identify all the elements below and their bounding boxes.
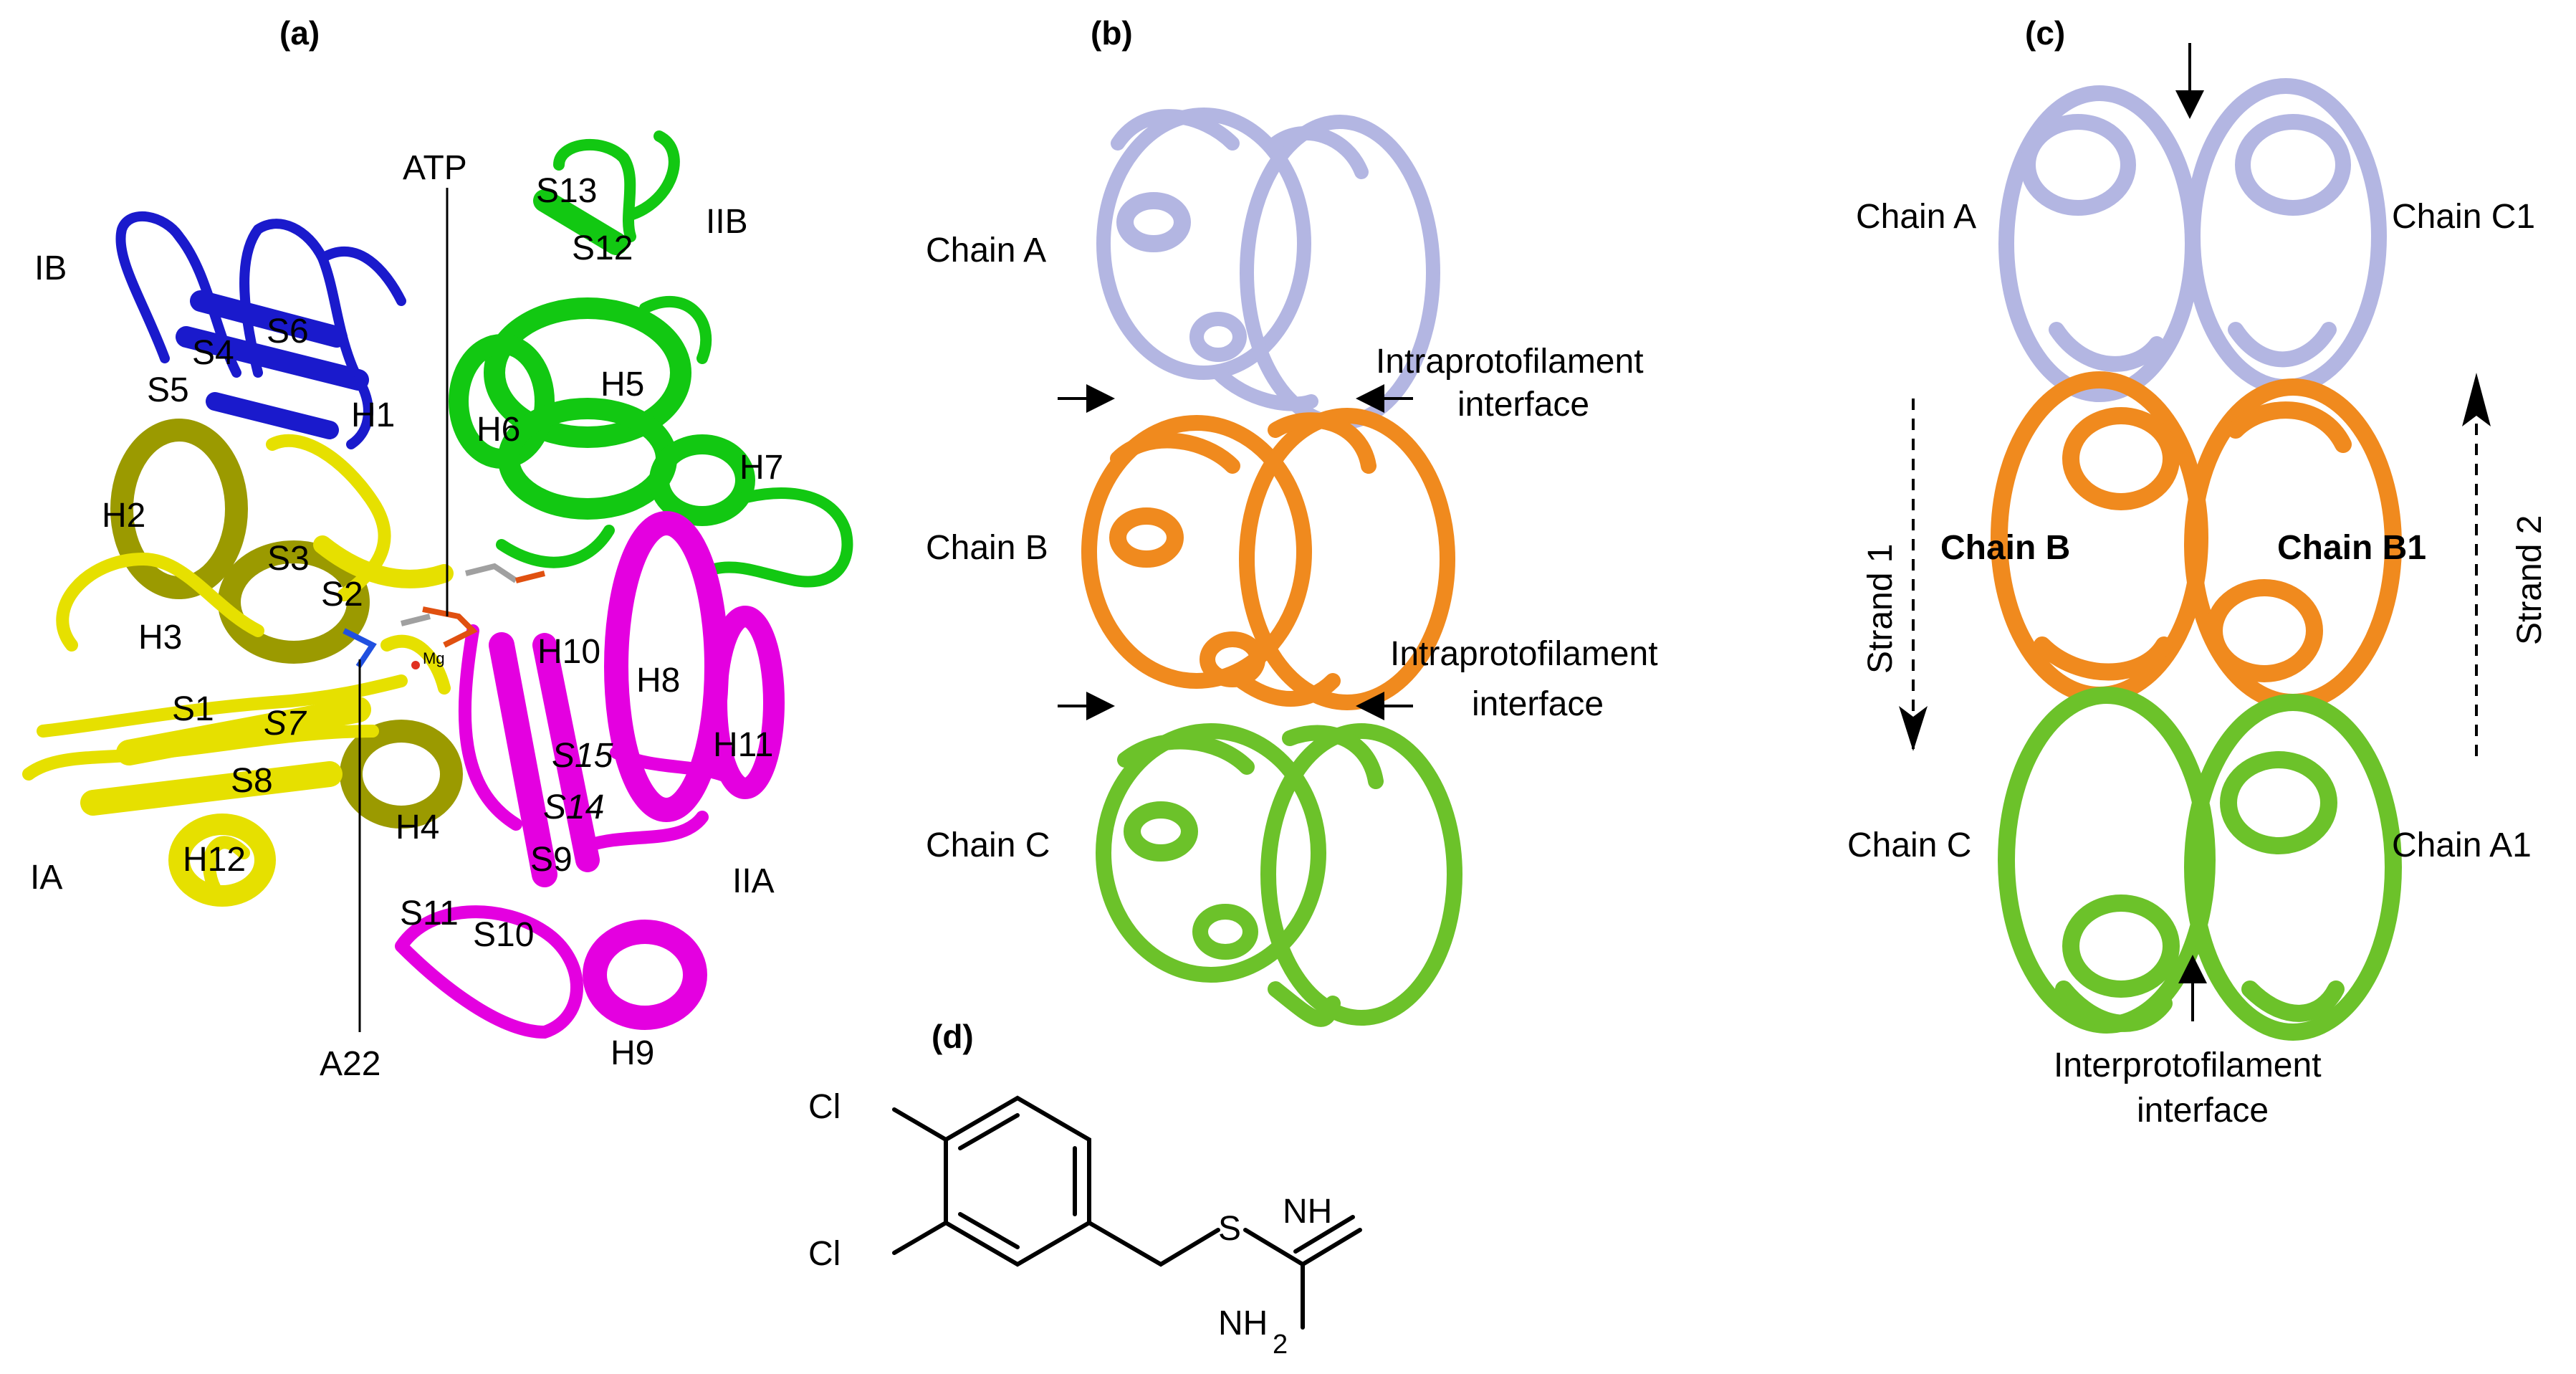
c-chain-a1-label: Chain A1	[2392, 826, 2532, 864]
atp-label: ATP	[403, 149, 467, 187]
cl-label-1: Cl	[808, 1088, 841, 1126]
label-S6: S6	[267, 313, 309, 350]
label-S4: S4	[192, 334, 234, 372]
domain-IIB-label: IIB	[706, 203, 748, 241]
c-chain-b-label: Chain B	[1940, 529, 2070, 567]
domain-IB-ribbon	[115, 211, 406, 449]
intra-interface-1-line1: Intraprotofilament	[1376, 343, 1644, 381]
label-H1: H1	[351, 396, 395, 434]
label-H6: H6	[477, 411, 520, 449]
label-S12: S12	[572, 229, 633, 267]
domain-IA-dark-ribbon	[110, 419, 463, 829]
label-H2: H2	[102, 497, 145, 535]
label-S13: S13	[536, 172, 597, 210]
label-S5: S5	[147, 371, 189, 409]
label-S15: S15	[552, 737, 613, 775]
label-H9: H9	[611, 1034, 654, 1072]
chain-a-c1-structure	[1998, 78, 2387, 402]
strand-1-arrowhead	[1899, 706, 1928, 751]
domain-IB-label: IB	[34, 249, 67, 287]
domain-IA-label: IA	[30, 859, 62, 897]
intra-interface-2-line2: interface	[1472, 685, 1604, 723]
nh-label: NH	[1283, 1193, 1332, 1231]
c-chain-b1-label: Chain B1	[2277, 529, 2426, 567]
panel-c: (c) Chain A Chain C1 Cha	[1847, 14, 2549, 1130]
strand-2-arrowhead	[2462, 373, 2491, 426]
intra-interface-1-line2: interface	[1457, 386, 1589, 424]
chain-c-a1-structure	[1998, 687, 2402, 1041]
atp-ligand	[343, 563, 545, 669]
domain-IA-ribbon	[22, 434, 454, 907]
c-chain-c1-label: Chain C1	[2392, 198, 2535, 236]
panel-d-label: (d)	[932, 1018, 974, 1055]
nh2-label: NH	[1218, 1304, 1268, 1342]
label-H5: H5	[600, 366, 644, 404]
inter-interface-line2: interface	[2137, 1092, 2269, 1130]
panel-c-label: (c)	[2025, 14, 2065, 52]
c-chain-c-label: Chain C	[1847, 826, 1971, 864]
label-S7: S7	[264, 705, 307, 743]
label-H4: H4	[396, 808, 439, 846]
chain-c-structure	[1096, 723, 1462, 1027]
label-S3: S3	[267, 540, 310, 578]
inter-interface-line1: Interprotofilament	[2054, 1046, 2322, 1084]
panel-b: (b) Chain A C	[926, 14, 1658, 1027]
label-H10: H10	[537, 633, 600, 671]
label-H11: H11	[713, 726, 774, 764]
mg-label: Mg	[423, 649, 445, 667]
label-S2: S2	[321, 576, 363, 614]
strand-1-label: Strand 1	[1862, 544, 1900, 674]
chain-c-label: Chain C	[926, 826, 1050, 864]
domain-IIA-label: IIA	[732, 862, 775, 900]
panel-b-label: (b)	[1091, 14, 1133, 52]
label-S10: S10	[473, 916, 534, 954]
label-S1: S1	[172, 690, 214, 728]
domain-IIA-ribbon	[395, 511, 785, 1039]
domain-IIB-ribbon	[449, 130, 853, 588]
panel-d: (d) Cl Cl S NH NH 2	[808, 1018, 1362, 1360]
strand-2-label: Strand 2	[2511, 515, 2549, 645]
cl-label-2: Cl	[808, 1235, 841, 1273]
label-S8: S8	[231, 762, 273, 800]
s-atom-label: S	[1218, 1210, 1241, 1248]
label-S9: S9	[530, 841, 573, 879]
a22-chemical-structure	[892, 1095, 1362, 1330]
panel-a-label: (a)	[279, 14, 320, 52]
c-chain-a-label: Chain A	[1856, 198, 1976, 236]
a22-label: A22	[320, 1045, 380, 1083]
label-H7: H7	[739, 449, 783, 487]
panel-a: (a)	[22, 14, 853, 1083]
chain-b-structure	[1081, 408, 1455, 710]
label-H8: H8	[636, 662, 680, 700]
nh2-subscript: 2	[1273, 1330, 1288, 1360]
chain-b-label: Chain B	[926, 529, 1048, 567]
chain-a-label: Chain A	[926, 232, 1046, 269]
label-H3: H3	[138, 619, 182, 657]
label-H12: H12	[183, 841, 246, 879]
intra-interface-2-line1: Intraprotofilament	[1390, 635, 1658, 673]
label-S11: S11	[400, 894, 459, 932]
label-S14: S14	[543, 788, 604, 826]
